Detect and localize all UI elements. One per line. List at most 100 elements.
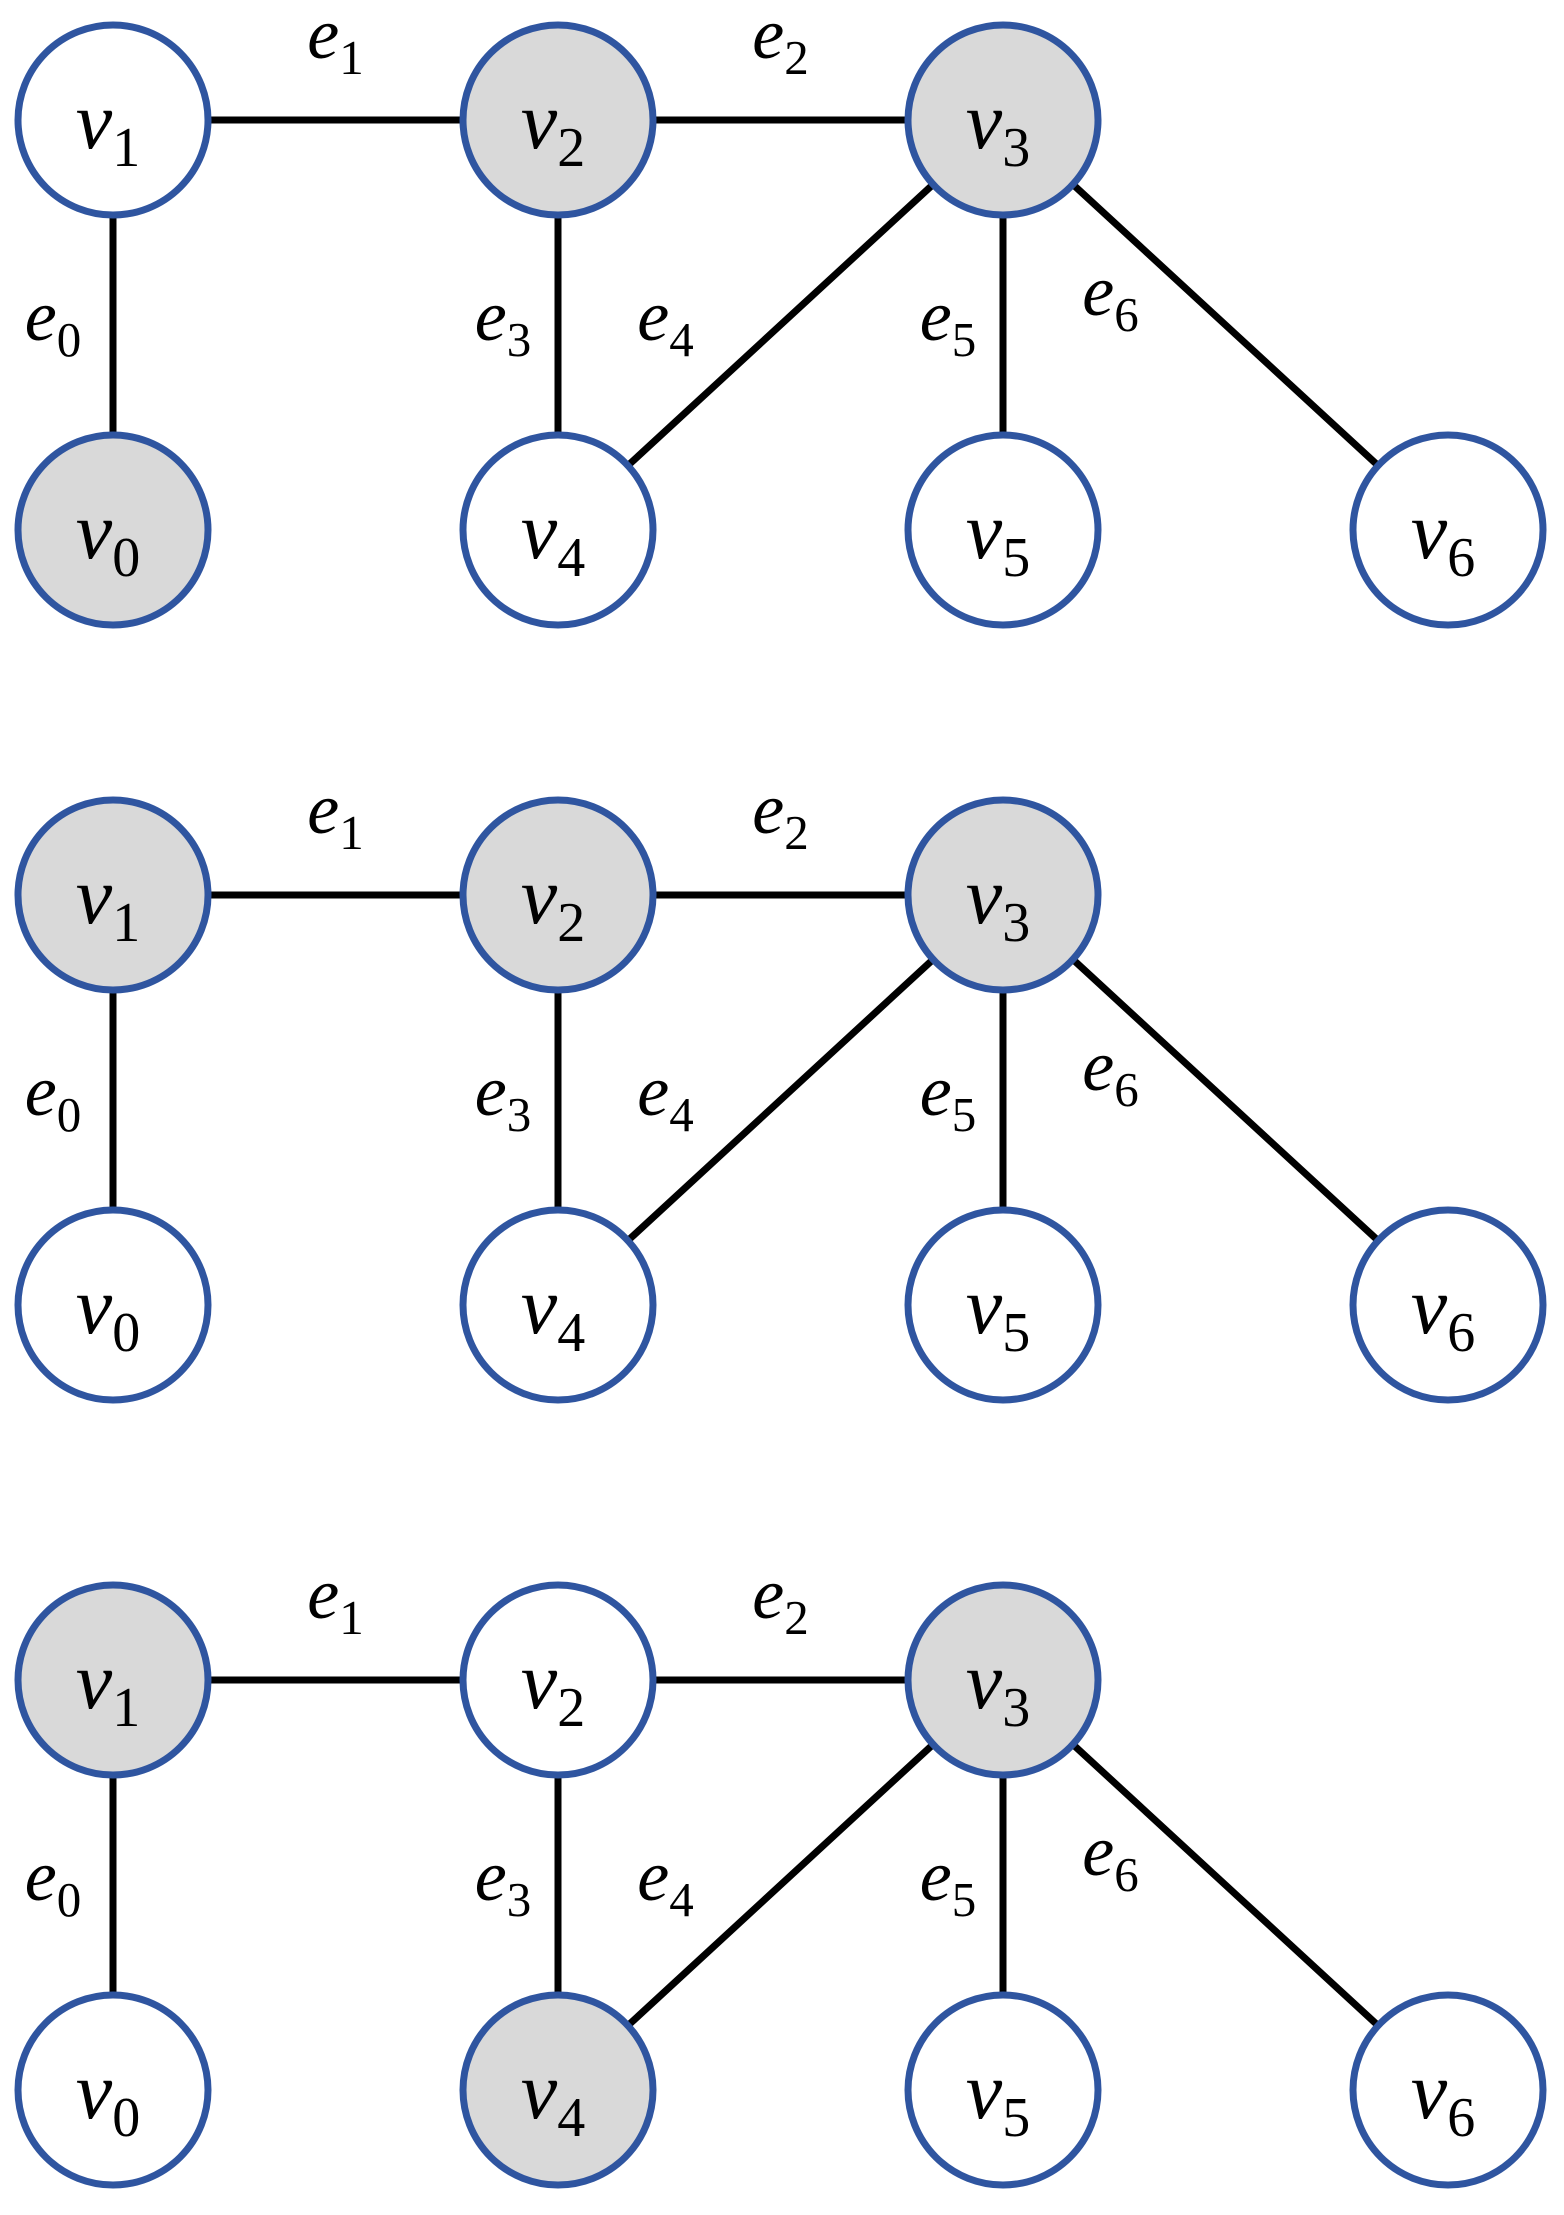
node-label-v4-subscript: 4: [557, 1302, 585, 1364]
node-label-v4-letter: v: [521, 2045, 558, 2136]
node-label-v2-subscript: 2: [557, 117, 585, 179]
edge-label-e2-letter: e: [752, 0, 784, 74]
node-label-v6-letter: v: [1411, 1260, 1448, 1351]
node-label-v2-subscript: 2: [557, 892, 585, 954]
node-label-v6-letter: v: [1411, 2045, 1448, 2136]
edge-label-e6-letter: e: [1082, 1026, 1114, 1106]
edge-label-e2: e2: [752, 0, 808, 85]
node-label-v3-subscript: 3: [1002, 1677, 1030, 1739]
node-label-v6: v6: [1411, 485, 1475, 589]
edge-label-e6-subscript: 6: [1114, 1062, 1139, 1117]
node-v6: [1349, 1991, 1547, 2189]
node-label-v4-letter: v: [521, 485, 558, 576]
node-label-v6: v6: [1411, 2045, 1475, 2149]
edge-label-e6: e6: [1082, 251, 1138, 342]
node-label-v3: v3: [966, 850, 1030, 954]
node-label-v6-subscript: 6: [1447, 1302, 1475, 1364]
edge-label-e3-subscript: 3: [507, 1872, 532, 1927]
edge-label-e0: e0: [25, 276, 81, 367]
node-label-v3-subscript: 3: [1002, 892, 1030, 954]
node-label-v3: v3: [966, 75, 1030, 179]
node-label-v5-subscript: 5: [1002, 1302, 1030, 1364]
node-label-v2: v2: [521, 1635, 585, 1739]
edge-label-e0-letter: e: [25, 1051, 57, 1131]
edge-label-e5-subscript: 5: [952, 1872, 977, 1927]
edge-label-e5-letter: e: [920, 1051, 952, 1131]
node-label-v3-letter: v: [966, 850, 1003, 941]
edge-label-e6-subscript: 6: [1114, 287, 1139, 342]
node-label-v1-letter: v: [76, 1635, 113, 1726]
edge-label-e0-subscript: 0: [57, 312, 82, 367]
node-label-v0-subscript: 0: [112, 2087, 140, 2149]
edge-label-e2-subscript: 2: [784, 805, 809, 860]
node-v2-selected: [459, 21, 657, 219]
edge-label-e1-letter: e: [307, 769, 339, 849]
node-label-v3-letter: v: [966, 75, 1003, 166]
edge-label-e3: e3: [475, 1051, 531, 1142]
node-v4: [459, 431, 657, 629]
edge-e6: [1070, 956, 1381, 1244]
node-label-v0: v0: [76, 2045, 140, 2149]
edge-label-e5-subscript: 5: [952, 1087, 977, 1142]
node-v0: [14, 1206, 212, 1404]
edge-label-e4: e4: [637, 1051, 693, 1142]
edge-label-e3: e3: [475, 276, 531, 367]
edge-label-e0: e0: [25, 1836, 81, 1927]
edge-e6: [1070, 1741, 1381, 2029]
node-v4: [459, 1206, 657, 1404]
node-label-v0-subscript: 0: [112, 1302, 140, 1364]
node-label-v5-subscript: 5: [1002, 2087, 1030, 2149]
edge-label-e1-subscript: 1: [339, 30, 364, 85]
edge-label-e3-subscript: 3: [507, 1087, 532, 1142]
node-label-v4: v4: [521, 485, 585, 589]
edge-label-e2-subscript: 2: [784, 1590, 809, 1645]
edge-label-e1: e1: [307, 0, 363, 85]
edge-e6: [1070, 181, 1381, 469]
node-label-v1: v1: [76, 1635, 140, 1739]
node-label-v5-subscript: 5: [1002, 527, 1030, 589]
node-v6: [1349, 431, 1547, 629]
node-label-v5: v5: [966, 2045, 1030, 2149]
node-v5: [904, 431, 1102, 629]
edge-label-e4-letter: e: [637, 276, 669, 356]
node-v0: [14, 1991, 212, 2189]
node-label-v0: v0: [76, 485, 140, 589]
node-label-v3: v3: [966, 1635, 1030, 1739]
node-label-v5-letter: v: [966, 485, 1003, 576]
node-v5: [904, 1206, 1102, 1404]
node-label-v1-subscript: 1: [112, 1677, 140, 1739]
edge-label-e4: e4: [637, 1836, 693, 1927]
node-label-v0-subscript: 0: [112, 527, 140, 589]
edge-label-e1: e1: [307, 1554, 363, 1645]
node-label-v2-letter: v: [521, 75, 558, 166]
node-v3-selected: [904, 21, 1102, 219]
edge-label-e1-letter: e: [307, 1554, 339, 1634]
edge-label-e6-letter: e: [1082, 1811, 1114, 1891]
node-label-v0: v0: [76, 1260, 140, 1364]
edge-e4: [625, 956, 936, 1244]
node-v0-selected: [14, 431, 212, 629]
edge-label-e6: e6: [1082, 1026, 1138, 1117]
edge-label-e3-letter: e: [475, 276, 507, 356]
node-label-v0-letter: v: [76, 2045, 113, 2136]
edge-label-e4-letter: e: [637, 1836, 669, 1916]
edge-label-e0-letter: e: [25, 276, 57, 356]
edge-label-e5: e5: [920, 1836, 976, 1927]
node-label-v6-letter: v: [1411, 485, 1448, 576]
edge-label-e2-letter: e: [752, 769, 784, 849]
node-v2: [459, 1581, 657, 1779]
edge-label-e3-letter: e: [475, 1051, 507, 1131]
edge-label-e1-letter: e: [307, 0, 339, 74]
edge-label-e3-subscript: 3: [507, 312, 532, 367]
edge-label-e4: e4: [637, 276, 693, 367]
node-label-v5-letter: v: [966, 2045, 1003, 2136]
node-label-v4-letter: v: [521, 1260, 558, 1351]
node-label-v2: v2: [521, 75, 585, 179]
node-label-v1: v1: [76, 75, 140, 179]
edge-label-e5-letter: e: [920, 276, 952, 356]
node-v4-selected: [459, 1991, 657, 2189]
edge-label-e3-letter: e: [475, 1836, 507, 1916]
edge-label-e1-subscript: 1: [339, 805, 364, 860]
